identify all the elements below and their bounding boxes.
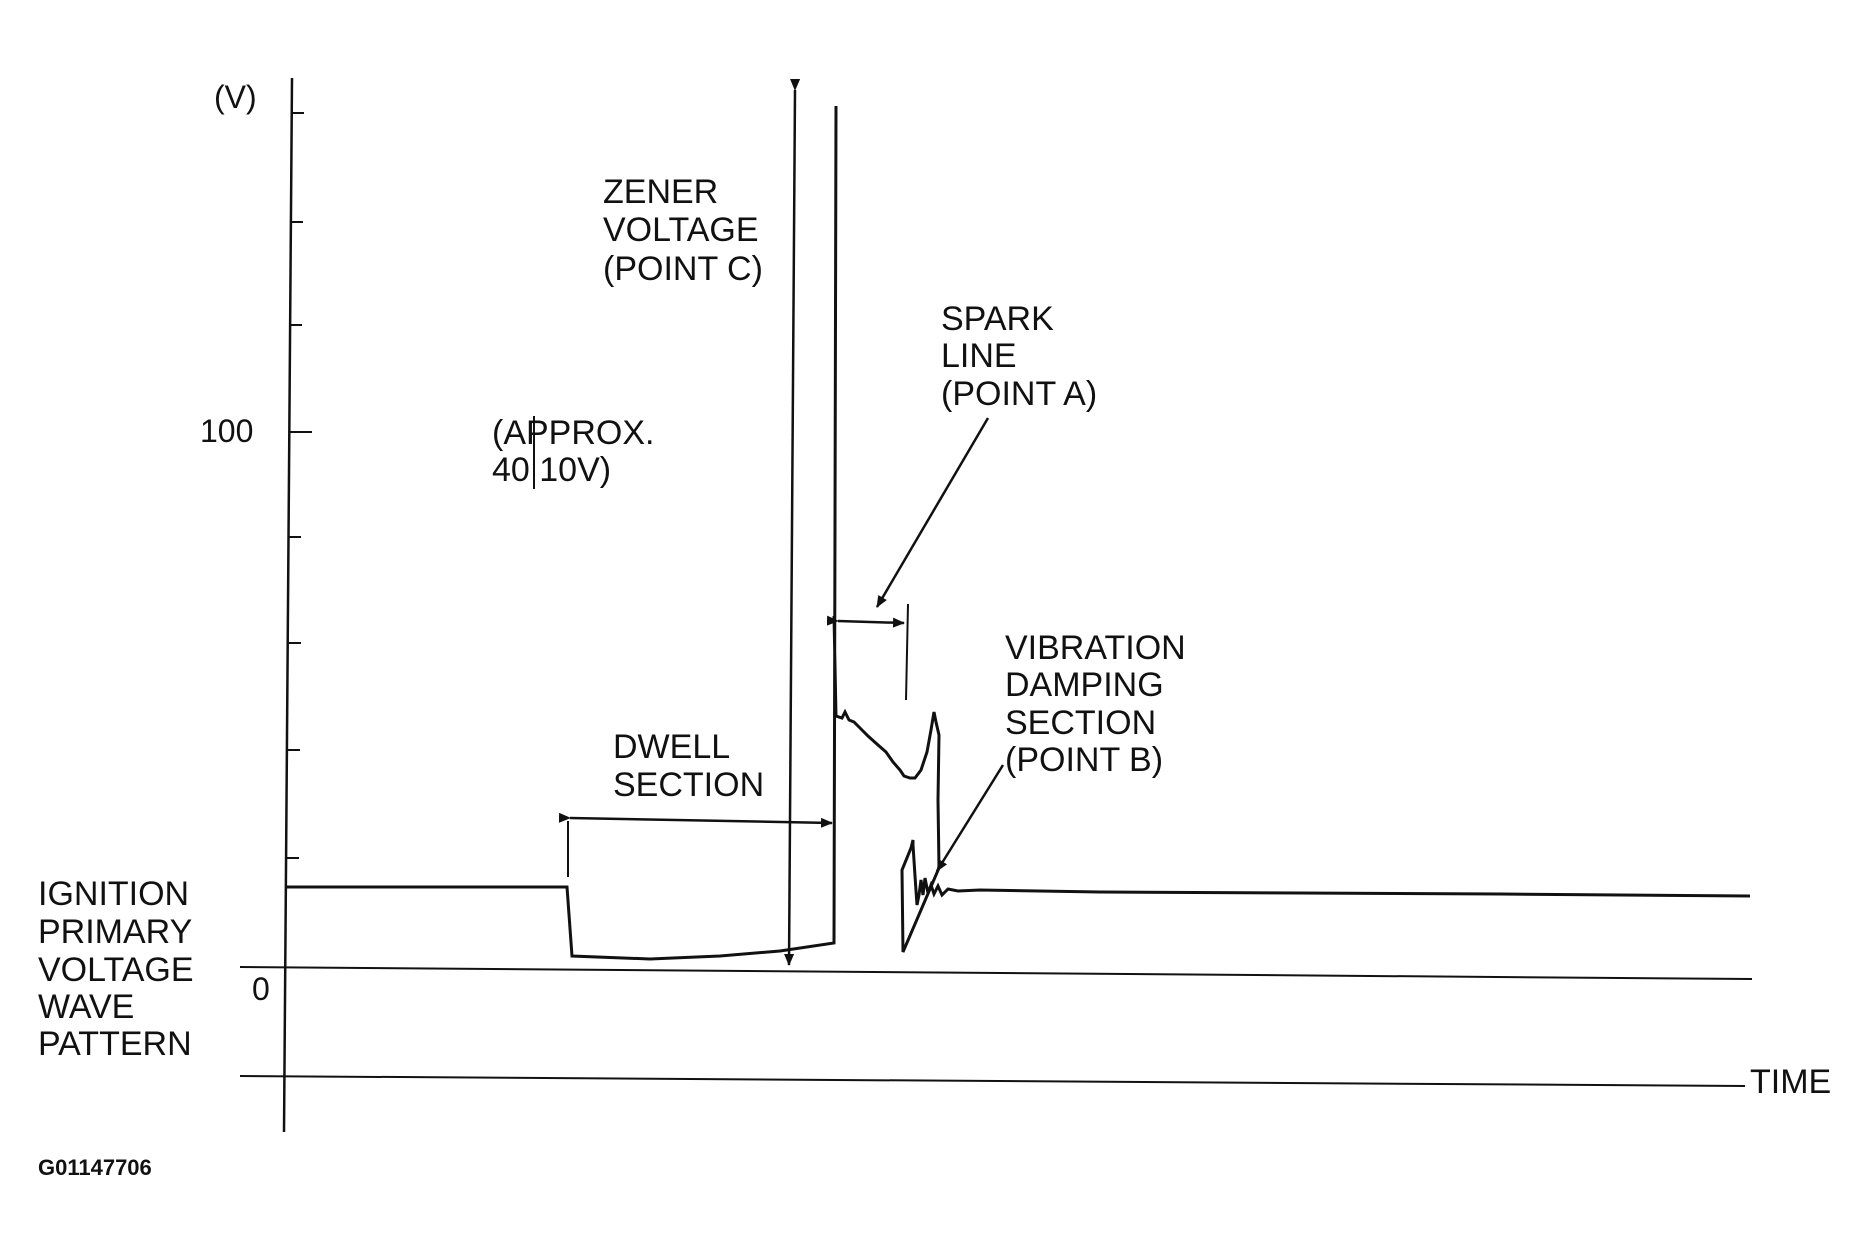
time-axis-line <box>239 1075 1746 1087</box>
dwell-section-arrow <box>558 812 833 828</box>
spark-line-arrow <box>826 615 905 628</box>
y-axis <box>282 77 312 1133</box>
spark-extension-line <box>905 603 909 701</box>
y-tick-label-0: 0 <box>252 971 270 1007</box>
waveform-trace <box>286 105 1751 961</box>
approx-voltage-label: (APPROX. 40 10V) <box>492 414 664 489</box>
vibration-leader-arrow <box>935 764 1005 872</box>
spark-leader-arrow <box>875 417 990 608</box>
vibration-damping-label: VIBRATION DAMPING SECTION (POINT B) <box>1005 629 1195 779</box>
waveform-title: IGNITION PRIMARY VOLTAGE WAVE PATTERN <box>38 875 203 1063</box>
figure-id: G01147706 <box>38 1155 152 1180</box>
spark-line-label: SPARK LINE (POINT A) <box>941 300 1097 413</box>
zener-voltage-label: ZENER VOLTAGE (POINT C) <box>603 173 768 288</box>
dwell-section-label: DWELL SECTION <box>613 728 764 804</box>
zener-voltage-arrow <box>784 78 801 966</box>
y-axis-line <box>282 77 294 1133</box>
y-tick-label-100: 100 <box>200 413 253 449</box>
zero-line <box>239 966 1753 980</box>
y-unit-label: (V) <box>214 79 257 115</box>
time-axis-label: TIME <box>1750 1063 1831 1101</box>
